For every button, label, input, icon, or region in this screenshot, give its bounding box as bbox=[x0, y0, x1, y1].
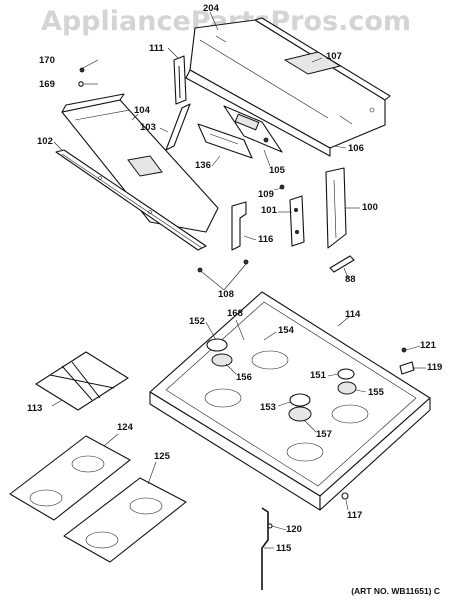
callout-117: 117 bbox=[347, 510, 363, 521]
callout-120: 120 bbox=[286, 524, 302, 535]
callout-204: 204 bbox=[203, 3, 219, 14]
callout-114: 114 bbox=[345, 309, 361, 320]
callout-104: 104 bbox=[134, 105, 150, 116]
screw-121 bbox=[401, 347, 407, 353]
callout-169: 169 bbox=[39, 79, 55, 90]
callout-125: 125 bbox=[154, 451, 170, 462]
screw-170 bbox=[79, 67, 85, 73]
drip-pan-125 bbox=[63, 477, 187, 563]
lower-trim-strip bbox=[55, 149, 207, 251]
backsplash-panel bbox=[185, 17, 391, 157]
callout-152: 152 bbox=[189, 316, 205, 327]
callout-105: 105 bbox=[269, 165, 285, 176]
callout-153: 153 bbox=[260, 402, 276, 413]
mounting-bracket bbox=[289, 195, 305, 247]
gas-tube bbox=[261, 507, 273, 590]
burner-cap-152 bbox=[206, 338, 228, 352]
burner-grate bbox=[35, 351, 129, 411]
art-number: (ART NO. WB11651) C bbox=[351, 586, 440, 596]
callout-111: 111 bbox=[149, 43, 164, 54]
callout-101: 101 bbox=[261, 205, 277, 216]
clock-board bbox=[223, 105, 283, 153]
callout-136: 136 bbox=[195, 160, 211, 171]
callout-170: 170 bbox=[39, 55, 55, 66]
burner-head-157 bbox=[288, 406, 312, 422]
callout-116: 116 bbox=[258, 234, 274, 245]
callout-100: 100 bbox=[362, 202, 378, 213]
handle-bracket bbox=[165, 103, 191, 151]
callout-108: 108 bbox=[218, 289, 234, 300]
callout-115: 115 bbox=[276, 543, 292, 554]
leader-lines bbox=[51, 11, 426, 549]
callout-124: 124 bbox=[117, 422, 133, 433]
callout-102: 102 bbox=[37, 136, 53, 147]
callout-156: 156 bbox=[236, 372, 252, 383]
left-bracket bbox=[173, 55, 187, 105]
callout-154: 154 bbox=[278, 325, 294, 336]
side-handle bbox=[231, 201, 247, 251]
callout-107: 107 bbox=[326, 51, 342, 62]
callout-155: 155 bbox=[368, 387, 384, 398]
callout-121: 121 bbox=[420, 340, 436, 351]
callout-119: 119 bbox=[427, 362, 443, 373]
burner-head-156 bbox=[211, 353, 233, 367]
callout-109: 109 bbox=[258, 189, 274, 200]
control-panel bbox=[61, 93, 219, 233]
orifice-119 bbox=[399, 361, 415, 375]
screw-169 bbox=[78, 81, 84, 87]
burner-cap-153 bbox=[289, 393, 311, 407]
callout-88: 88 bbox=[345, 274, 356, 285]
spring-clip bbox=[329, 255, 355, 273]
callout-113: 113 bbox=[27, 403, 43, 414]
callout-103: 103 bbox=[140, 122, 156, 133]
callout-168: 168 bbox=[227, 308, 243, 319]
callout-157: 157 bbox=[316, 429, 332, 440]
clock-overlay bbox=[197, 123, 253, 159]
drip-pan-124 bbox=[9, 435, 131, 521]
callout-151: 151 bbox=[310, 370, 326, 381]
burner-cap-151 bbox=[337, 368, 355, 380]
grommet-117 bbox=[341, 492, 349, 500]
callout-106: 106 bbox=[348, 143, 364, 154]
right-side-bracket bbox=[325, 167, 347, 249]
burner-head-155 bbox=[337, 381, 357, 395]
